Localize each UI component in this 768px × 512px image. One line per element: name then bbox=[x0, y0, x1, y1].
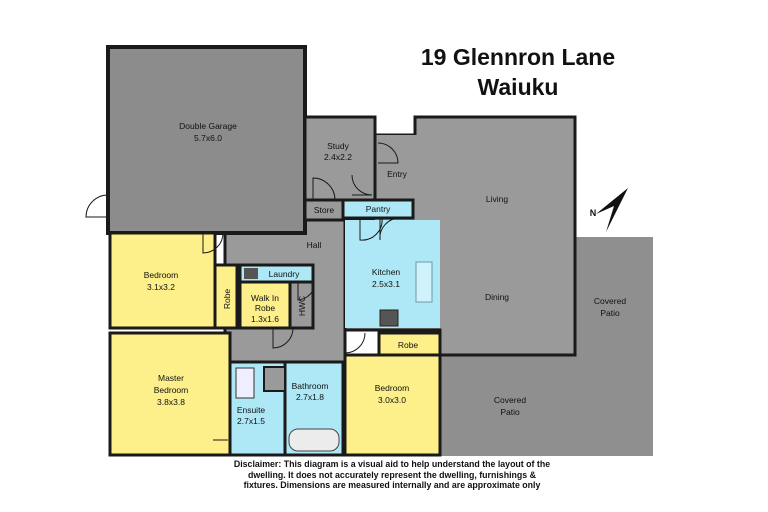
hwc-label: HWC bbox=[297, 296, 307, 316]
pantry-room bbox=[341, 198, 415, 220]
bedroom-1-room bbox=[108, 231, 217, 330]
robe-2-room bbox=[377, 331, 442, 357]
disclaimer-line-1: Disclaimer: This diagram is a visual aid… bbox=[233, 459, 551, 469]
master-bedroom-room bbox=[108, 331, 232, 457]
ensuite-label: Ensuite bbox=[237, 405, 266, 415]
title-line-2: Waiuku bbox=[478, 74, 559, 100]
walk-in-robe-line-2: Robe bbox=[255, 303, 276, 313]
pantry-label: Pantry bbox=[366, 204, 391, 214]
bathroom-label: Bathroom bbox=[292, 381, 329, 391]
north-arrow-icon bbox=[596, 188, 628, 232]
entry-label: Entry bbox=[387, 169, 408, 179]
laundry-label: Laundry bbox=[269, 269, 300, 279]
compass: N bbox=[590, 188, 628, 232]
cooktop bbox=[379, 309, 399, 327]
bathroom-cabinet bbox=[263, 366, 286, 392]
living-label: Living bbox=[486, 194, 508, 204]
covered-patio-2-line-2: Patio bbox=[500, 407, 520, 417]
kitchen-label: Kitchen bbox=[372, 267, 401, 277]
kitchen-dims: 2.5x3.1 bbox=[372, 279, 400, 289]
study-label: Study bbox=[327, 141, 349, 151]
ensuite-vanity bbox=[235, 367, 255, 399]
kitchen-island bbox=[415, 261, 433, 303]
double-garage-label: Double Garage bbox=[179, 121, 237, 131]
walk-in-robe-line-1: Walk In bbox=[251, 293, 279, 303]
robe-1-label: Robe bbox=[222, 289, 232, 310]
master-bedroom-dims: 3.8x3.8 bbox=[157, 397, 185, 407]
study-room bbox=[303, 115, 377, 202]
dining-label: Dining bbox=[485, 292, 509, 302]
bedroom-2-label: Bedroom bbox=[375, 383, 410, 393]
covered-patio-bottom bbox=[440, 355, 575, 456]
master-bedroom-line-1: Master bbox=[158, 373, 184, 383]
robe-2-label: Robe bbox=[398, 340, 419, 350]
covered-patio-2-line-1: Covered bbox=[494, 395, 526, 405]
title-line-1: 19 Glennron Lane bbox=[421, 44, 615, 70]
ensuite-dims: 2.7x1.5 bbox=[237, 416, 265, 426]
disclaimer: Disclaimer: This diagram is a visual aid… bbox=[212, 459, 572, 491]
covered-patio-1-line-2: Patio bbox=[600, 308, 620, 318]
bedroom-2-dims: 3.0x3.0 bbox=[378, 395, 406, 405]
hwc-room bbox=[288, 280, 315, 330]
covered-patio-1-line-1: Covered bbox=[594, 296, 626, 306]
robe-1-room bbox=[213, 263, 239, 330]
compass-label: N bbox=[590, 208, 597, 218]
hall-label: Hall bbox=[307, 240, 322, 250]
master-bedroom-line-2: Bedroom bbox=[154, 385, 189, 395]
walk-in-robe-dims: 1.3x1.6 bbox=[251, 314, 279, 324]
double-garage-dims: 5.7x6.0 bbox=[194, 133, 222, 143]
study-dims: 2.4x2.2 bbox=[324, 152, 352, 162]
bedroom-1-dims: 3.1x3.2 bbox=[147, 282, 175, 292]
door-swings bbox=[85, 142, 401, 441]
covered-patio-right bbox=[575, 237, 653, 456]
store-label: Store bbox=[314, 205, 335, 215]
bathtub bbox=[288, 428, 340, 452]
bedroom-2-room bbox=[343, 353, 442, 457]
bedroom-1-label: Bedroom bbox=[144, 270, 179, 280]
disclaimer-line-2: dwelling. It does not accurately represe… bbox=[248, 469, 536, 480]
bathroom-dims: 2.7x1.8 bbox=[296, 392, 324, 402]
laundry-tub bbox=[244, 268, 258, 279]
disclaimer-line-3: fixtures. Dimensions are measured intern… bbox=[243, 480, 541, 490]
